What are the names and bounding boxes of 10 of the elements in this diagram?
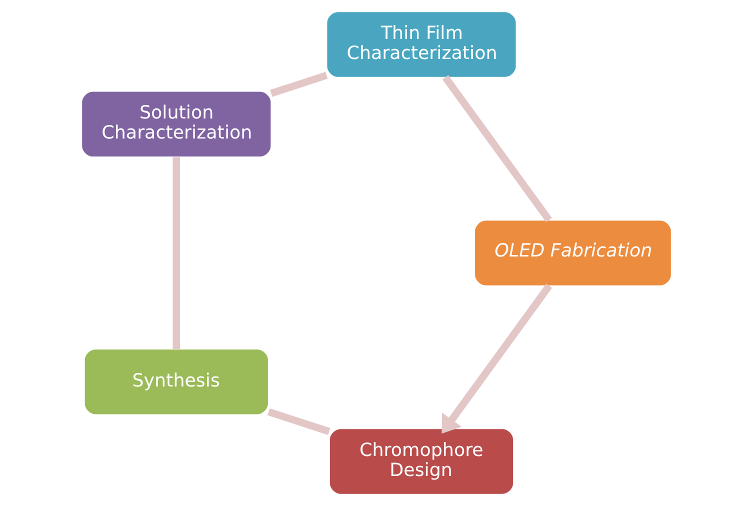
connector: [172, 157, 180, 349]
node-box: Thin Film Characterization: [326, 11, 517, 78]
node-box: Synthesis: [84, 348, 269, 416]
connector: [267, 408, 330, 435]
connector: [270, 72, 328, 97]
connector: [442, 75, 552, 222]
node-box: OLED Fabrication: [474, 220, 672, 286]
node-box: Chromophore Design: [329, 428, 514, 495]
node-box: Solution Characterization: [81, 90, 272, 158]
arrow: [442, 284, 552, 434]
